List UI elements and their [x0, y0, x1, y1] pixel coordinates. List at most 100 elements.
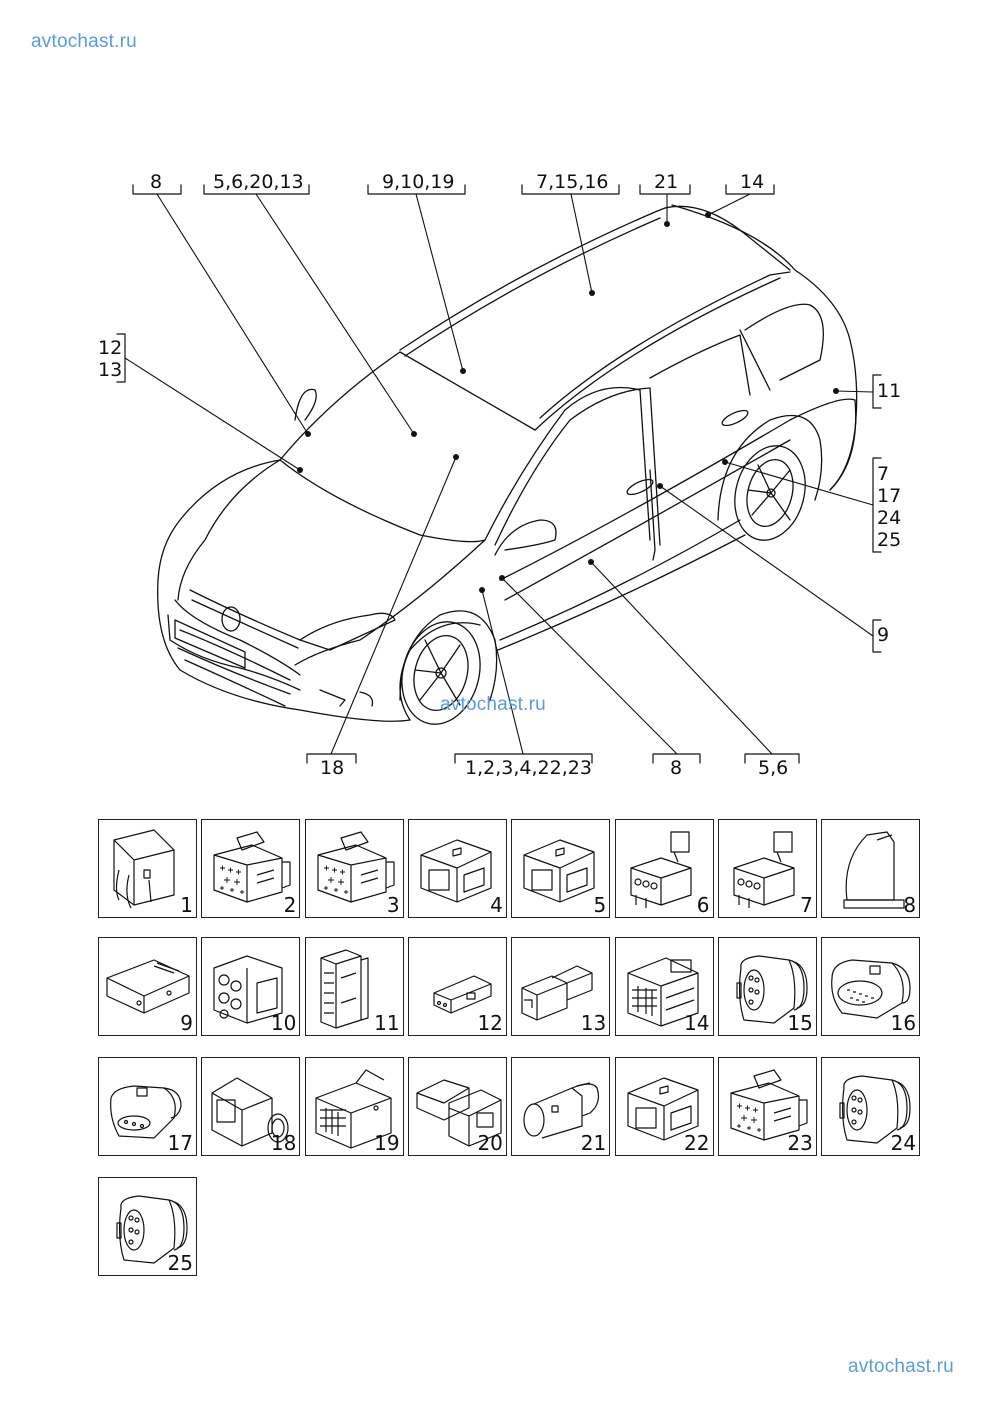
sealed-connector-icon [116, 1195, 188, 1264]
callout-left-12-13: 12 13 [98, 337, 122, 381]
watermark-middle: avtochast.ru [440, 694, 546, 715]
connector-number: 8 [903, 893, 917, 917]
callout-right-9: 9 [877, 624, 889, 646]
connector-number: 11 [374, 1011, 400, 1035]
connector-cell: 24 [821, 1057, 921, 1156]
connector-number: 21 [580, 1131, 607, 1155]
callout-line: 9 [877, 624, 890, 646]
connector-cell: 1 [98, 819, 197, 918]
locking-connector-icon [629, 831, 692, 908]
oval-sealed-connector-icon [523, 1082, 600, 1139]
connector-cell: 11 [304, 937, 404, 1036]
location-dots [297, 212, 839, 593]
connector-cell: 14 [614, 937, 714, 1036]
connector-number: 1 [180, 893, 193, 917]
multi-pin-connector-icon [730, 1069, 808, 1141]
connector-cell: 22 [614, 1057, 714, 1156]
connector-number: 4 [490, 893, 503, 917]
connector-number: 2 [283, 893, 297, 917]
connector-number: 14 [684, 1011, 710, 1035]
connector-cell: 17 [98, 1057, 197, 1156]
connector-cell: 7 [717, 819, 817, 918]
connector-cell: 12 [407, 937, 507, 1036]
socket-housing-icon [626, 1077, 699, 1141]
callout-line: 7 [877, 463, 890, 485]
sealed-connector-icon [736, 955, 808, 1024]
connector-number: 9 [180, 1011, 193, 1035]
callout-top-14: 14 [740, 171, 765, 193]
callout-line: 11 [877, 380, 902, 402]
callout-bottom-8: 8 [670, 757, 683, 779]
connector-number: 19 [374, 1131, 400, 1155]
connector-cell: 6 [614, 819, 714, 918]
connector-cell: 18 [201, 1057, 301, 1156]
callout-line: 24 [877, 507, 902, 529]
callout-bottom-1-2-3-4-22-23: 1,2,3,4,22,23 [465, 757, 592, 779]
connector-number: 6 [696, 893, 710, 917]
watermark-bottom: avtochast.ru [848, 1356, 954, 1377]
connector-number: 3 [386, 893, 400, 917]
car-outline [157, 204, 858, 725]
multi-pin-connector-icon [213, 831, 291, 903]
callout-bottom-18: 18 [320, 757, 345, 779]
callout-right-11: 11 [877, 380, 901, 402]
sealed-multi-pin-connector-icon [831, 959, 911, 1019]
connector-cell: 25 [98, 1177, 197, 1276]
connector-number: 23 [787, 1131, 813, 1155]
callout-top-7-15-16: 7,15,16 [536, 171, 609, 193]
two-pin-connector-icon [433, 975, 492, 1014]
connector-cell: 9 [98, 937, 197, 1036]
leader-lines [124, 193, 874, 755]
connector-cell: 4 [407, 819, 507, 918]
connector-number: 22 [684, 1131, 710, 1155]
watermark-top: avtochast.ru [31, 31, 137, 52]
car-location-diagram [116, 184, 882, 764]
multi-pin-latch-connector-icon [314, 1069, 392, 1149]
connector-number: 17 [167, 1131, 193, 1155]
locking-connector-icon [733, 831, 795, 908]
callout-top-5-6-20-13: 5,6,20,13 [213, 171, 304, 193]
socket-housing-icon [523, 839, 595, 903]
socket-housing-icon [420, 839, 492, 903]
box-connector-icon [416, 1079, 502, 1147]
callout-line: 17 [877, 485, 902, 507]
sealed-connector-icon [839, 1075, 911, 1144]
callout-top-9-10-19: 9,10,19 [382, 171, 455, 193]
connector-cell: 19 [304, 1057, 404, 1156]
connector-number: 20 [477, 1131, 503, 1155]
multi-pin-connector-icon [316, 831, 395, 903]
callout-line: 12 [98, 337, 123, 359]
connector-cell: 3 [304, 819, 404, 918]
coaxial-connector-icon [211, 1077, 289, 1147]
connector-housing-icon [113, 829, 175, 909]
three-pin-sealed-connector-icon [110, 1085, 182, 1139]
connector-cell: 2 [201, 819, 301, 918]
connector-cell: 13 [511, 937, 611, 1036]
connector-number: 7 [800, 893, 813, 917]
connector-cell: 10 [201, 937, 301, 1036]
connector-cell: 5 [511, 819, 611, 918]
callout-line: 13 [98, 359, 123, 381]
callout-line: 25 [877, 529, 902, 551]
connector-number: 25 [167, 1251, 193, 1275]
round-pin-connector-icon [213, 955, 283, 1024]
connector-number: 18 [270, 1131, 297, 1155]
connector-cell: 16 [821, 937, 921, 1036]
callout-top-8: 8 [150, 171, 163, 193]
connector-number: 12 [477, 1011, 503, 1035]
callout-right-7-17-24-25: 7 17 24 25 [877, 463, 901, 551]
two-pin-plug-icon [521, 965, 593, 1021]
connector-cell: 20 [407, 1057, 507, 1156]
callout-top-21: 21 [654, 171, 679, 193]
inline-connector-icon [319, 949, 369, 1029]
connector-cell: 23 [717, 1057, 817, 1156]
flat-connector-icon [106, 959, 190, 1014]
connector-number: 24 [890, 1131, 917, 1155]
callout-bottom-5-6: 5,6 [758, 757, 789, 779]
connector-number: 16 [890, 1011, 917, 1035]
connector-cell: 21 [511, 1057, 611, 1156]
connector-cover-icon [843, 831, 905, 909]
connector-number: 13 [580, 1011, 607, 1035]
connector-number: 5 [593, 893, 607, 917]
connector-cell: 15 [717, 937, 817, 1036]
